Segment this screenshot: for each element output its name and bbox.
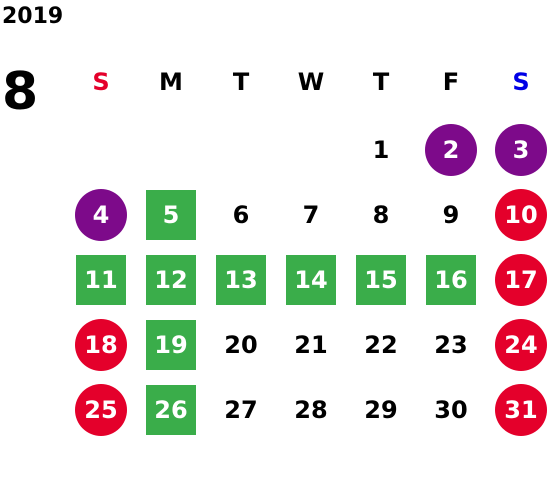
day-cell[interactable]: 8 (346, 184, 416, 249)
day-number: 19 (146, 320, 196, 370)
day-number: 26 (146, 385, 196, 435)
weekday-header-tue: T (232, 68, 250, 96)
day-number: 30 (434, 396, 468, 424)
day-cell[interactable]: 16 (416, 249, 486, 314)
day-cell[interactable]: 13 (206, 249, 276, 314)
day-number: 9 (442, 201, 460, 229)
day-number: 20 (224, 331, 258, 359)
weekday-header-sun: S (92, 68, 110, 96)
day-number: 22 (364, 331, 398, 359)
day-cell[interactable]: 23 (416, 314, 486, 379)
day-cell[interactable]: 5 (136, 184, 206, 249)
weekday-header-sat: S (512, 68, 530, 96)
weekday-header-mon: M (159, 68, 183, 96)
day-number: 2 (425, 124, 477, 176)
day-number: 18 (75, 319, 127, 371)
weekday-header-row: S M T W T F S (66, 62, 548, 102)
day-number: 11 (76, 255, 126, 305)
day-cell[interactable]: 18 (66, 314, 136, 379)
day-number: 14 (286, 255, 336, 305)
day-cell[interactable]: 9 (416, 184, 486, 249)
day-cell[interactable]: 31 (486, 379, 548, 444)
day-cell[interactable]: 12 (136, 249, 206, 314)
day-number: 4 (75, 189, 127, 241)
day-number: 29 (364, 396, 398, 424)
day-cell[interactable]: 28 (276, 379, 346, 444)
day-number: 3 (495, 124, 547, 176)
day-number: 27 (224, 396, 258, 424)
day-cell[interactable]: 27 (206, 379, 276, 444)
day-cell[interactable]: 3 (486, 119, 548, 184)
day-number: 1 (372, 136, 390, 164)
weekday-header-wed: W (297, 68, 325, 96)
day-number: 31 (495, 384, 547, 436)
month-label: 8 (2, 62, 39, 122)
day-cell[interactable]: 22 (346, 314, 416, 379)
day-number: 6 (232, 201, 250, 229)
day-cell[interactable]: 2 (416, 119, 486, 184)
day-number: 7 (302, 201, 320, 229)
day-cell[interactable]: 11 (66, 249, 136, 314)
day-cell[interactable]: 25 (66, 379, 136, 444)
day-cell[interactable]: 24 (486, 314, 548, 379)
year-label: 2019 (2, 4, 64, 29)
day-cell[interactable]: 7 (276, 184, 346, 249)
day-number: 5 (146, 190, 196, 240)
weekday-header-thu: T (372, 68, 390, 96)
day-cell[interactable]: 1 (346, 119, 416, 184)
day-number: 10 (495, 189, 547, 241)
day-number: 17 (495, 254, 547, 306)
day-cell[interactable]: 17 (486, 249, 548, 314)
day-cell[interactable]: 30 (416, 379, 486, 444)
day-cell[interactable]: 4 (66, 184, 136, 249)
day-number: 15 (356, 255, 406, 305)
day-cell[interactable]: 10 (486, 184, 548, 249)
day-cell[interactable]: 19 (136, 314, 206, 379)
day-cell[interactable]: 21 (276, 314, 346, 379)
day-number: 16 (426, 255, 476, 305)
day-cell[interactable]: 15 (346, 249, 416, 314)
day-number: 23 (434, 331, 468, 359)
weekday-header-fri: F (442, 68, 460, 96)
day-number: 28 (294, 396, 328, 424)
day-number: 12 (146, 255, 196, 305)
day-number: 24 (495, 319, 547, 371)
day-cell[interactable]: 29 (346, 379, 416, 444)
day-cell[interactable]: 6 (206, 184, 276, 249)
day-number: 13 (216, 255, 266, 305)
day-number: 8 (372, 201, 390, 229)
day-cell[interactable]: 20 (206, 314, 276, 379)
day-cell[interactable]: 26 (136, 379, 206, 444)
day-number: 21 (294, 331, 328, 359)
day-number: 25 (75, 384, 127, 436)
day-cell[interactable]: 14 (276, 249, 346, 314)
